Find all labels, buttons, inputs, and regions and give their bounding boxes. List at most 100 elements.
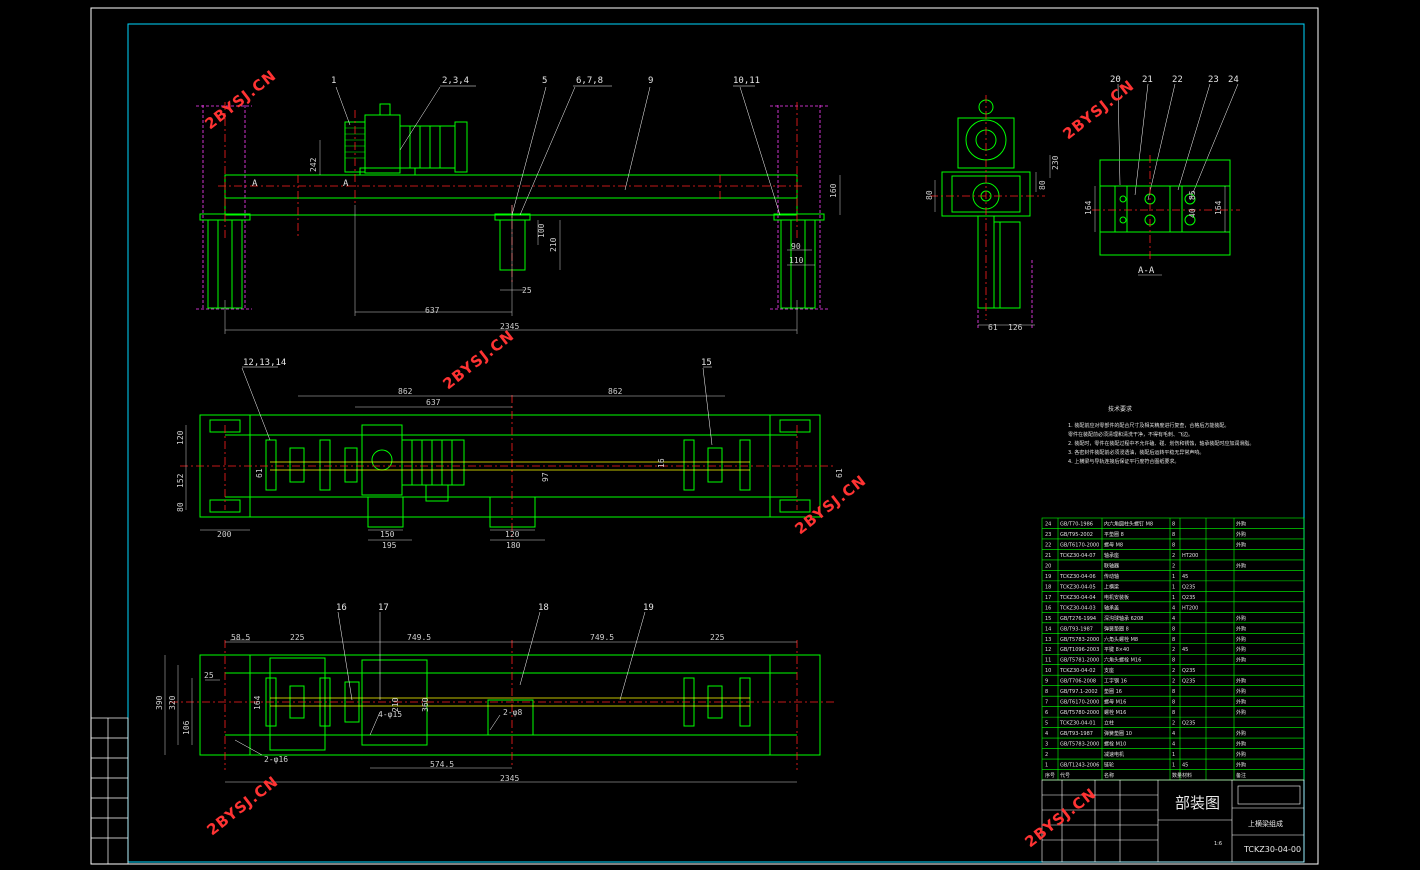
parts-table-cell: 螺母 M8 [1104, 541, 1123, 548]
side-dim-80a: 80 [925, 190, 934, 200]
part-label-6-7-8: 6,7,8 [576, 76, 603, 86]
parts-table-cell: 2 [1172, 647, 1175, 653]
side-label-24: 24 [1228, 75, 1239, 85]
parts-table-cell: 8 [1172, 626, 1175, 632]
tech-note-line-2: 零件在装配前必须清理和清洗干净，不得有毛刺、飞边。 [1068, 431, 1193, 438]
side-dim-61: 61 [988, 323, 998, 332]
plan2-dim-2345: 2345 [500, 774, 519, 783]
title-block: 部装图 上横梁组成 TCKZ30-04-00 1:6 [1041, 779, 1305, 863]
parts-table-cell: Q235 [1182, 721, 1195, 727]
dim-25: 25 [522, 286, 532, 295]
tech-notes: 技术要求 1. 装配前应对零部件的配合尺寸及相关精度进行复查，合格后方能装配。 … [1068, 405, 1254, 465]
side-dim-80b: 80 [1038, 180, 1047, 190]
watermark-6: 2BYSJ.CN [1021, 784, 1100, 851]
parts-table-cell: GB/T276-1994 [1060, 616, 1096, 622]
parts-table-cell: 内六角圆柱头螺钉 M8 [1104, 520, 1153, 527]
plan2-dim-574-5: 574.5 [430, 760, 454, 769]
plan2-dim-749-5b: 749.5 [590, 633, 614, 642]
parts-table-cell: TCKZ30-04-02 [1059, 668, 1096, 674]
parts-table-cell: HT200 [1182, 553, 1198, 559]
parts-table-cell: 立柱 [1104, 720, 1114, 727]
plan2-dim-25: 25 [204, 671, 214, 680]
plan2-dim-225b: 225 [710, 633, 725, 642]
parts-table-cell: 外购 [1236, 688, 1246, 695]
parts-table-cell: 15 [1045, 616, 1051, 622]
parts-table-cell: 10 [1045, 668, 1051, 674]
parts-table-cell: 4 [1172, 731, 1175, 737]
parts-table-cell: 18 [1045, 584, 1051, 590]
plan-view-1: 12,13,14 15 862 637 862 120 152 80 61 61… [176, 358, 844, 550]
parts-table-cell: 13 [1045, 637, 1051, 643]
watermarks: 2BYSJ.CN 2BYSJ.CN 2BYSJ.CN 2BYSJ.CN 2BYS… [201, 66, 1138, 851]
parts-table-cell: 2 [1045, 752, 1048, 758]
parts-table-cell: 8 [1172, 532, 1175, 538]
side-label-20: 20 [1110, 75, 1121, 85]
parts-table-cell: TCKZ30-04-04 [1059, 595, 1096, 601]
parts-table-cell: TCKZ30-04-06 [1059, 574, 1096, 580]
plan1-dim-180: 180 [506, 541, 521, 550]
parts-table-cell: 链轮 [1104, 762, 1114, 769]
parts-table-header-cell: 备注 [1236, 772, 1246, 779]
plan1-dim-862b: 862 [608, 387, 623, 396]
parts-table-cell: GB/T93-1987 [1060, 731, 1093, 737]
parts-table-cell: GB/T95-2002 [1060, 532, 1093, 538]
section-a-a: A-A 164 164 85 40 [1084, 155, 1240, 276]
parts-table-cell: 平垫圈 8 [1104, 531, 1124, 538]
plan1-dim-80: 80 [176, 502, 185, 512]
parts-table-cell: 外购 [1236, 709, 1246, 716]
parts-table-cell: 平键 8×40 [1104, 646, 1129, 653]
parts-table-cell: 8 [1172, 521, 1175, 527]
parts-table-cell: 弹簧垫圈 10 [1104, 730, 1132, 737]
parts-table-cell: HT200 [1182, 605, 1198, 611]
dim-210: 210 [549, 237, 558, 252]
parts-table-cell: 外购 [1236, 741, 1246, 748]
parts-table-cell: 螺母 M16 [1104, 699, 1126, 706]
parts-table-cell: 外购 [1236, 657, 1246, 664]
plan2-dim-390: 390 [155, 695, 164, 710]
parts-table-cell: 12 [1045, 647, 1051, 653]
parts-table-cell: 8 [1172, 542, 1175, 548]
front-view-labels: 1 2,3,4 5 6,7,8 9 10,11 A A 242 160 100 … [252, 76, 838, 331]
parts-table-cell: 六角头螺栓 M16 [1104, 657, 1141, 664]
dim-637: 637 [425, 306, 440, 315]
parts-table-header-cell: 名称 [1104, 772, 1114, 779]
plan1-dim-97: 97 [541, 472, 550, 482]
inner-frame [127, 23, 1305, 863]
parts-table-cell: 外购 [1236, 531, 1246, 538]
parts-table-cell: 轴承座 [1104, 552, 1119, 559]
parts-table-cell: 1 [1172, 752, 1175, 758]
parts-table-cell: 1 [1172, 574, 1175, 580]
part-label-5: 5 [542, 76, 547, 86]
plan1-dim-637: 637 [426, 398, 441, 407]
plan2-dim-320: 320 [168, 695, 177, 710]
parts-table-cell: TCKZ30-04-03 [1059, 605, 1096, 611]
parts-table-cell: 2 [1172, 553, 1175, 559]
parts-table-cell: 1 [1172, 584, 1175, 590]
parts-table-cell: 外购 [1236, 562, 1246, 569]
parts-table-cell: 外购 [1236, 646, 1246, 653]
dim-110: 110 [789, 256, 804, 265]
parts-table-cell: 外购 [1236, 625, 1246, 632]
part-label-1: 1 [331, 76, 336, 86]
parts-table-cell: 支座 [1104, 667, 1114, 674]
plan1-label-15: 15 [701, 358, 712, 368]
parts-table-cell: 垫圈 16 [1104, 688, 1122, 695]
dim-160: 160 [829, 183, 838, 198]
parts-table-cell: 8 [1172, 689, 1175, 695]
parts-table-cell: 上横梁 [1104, 583, 1119, 590]
plan2-dim-210: 210 [391, 697, 400, 712]
drawing-type: 部装图 [1175, 794, 1220, 812]
plan1-dim-16: 16 [657, 458, 666, 468]
parts-table-header-cell: 代号 [1060, 772, 1070, 779]
plan2-dim-2-phi8: 2-φ8 [503, 708, 522, 717]
plan2-dim-749-5a: 749.5 [407, 633, 431, 642]
parts-table-cell: 45 [1182, 647, 1188, 653]
parts-table-cell: 4 [1172, 605, 1175, 611]
parts-table-cell: 外购 [1236, 699, 1246, 706]
parts-table-cell: 24 [1045, 521, 1051, 527]
drawing-scale: 1:6 [1214, 841, 1222, 847]
plan1-dim-152: 152 [176, 473, 185, 488]
